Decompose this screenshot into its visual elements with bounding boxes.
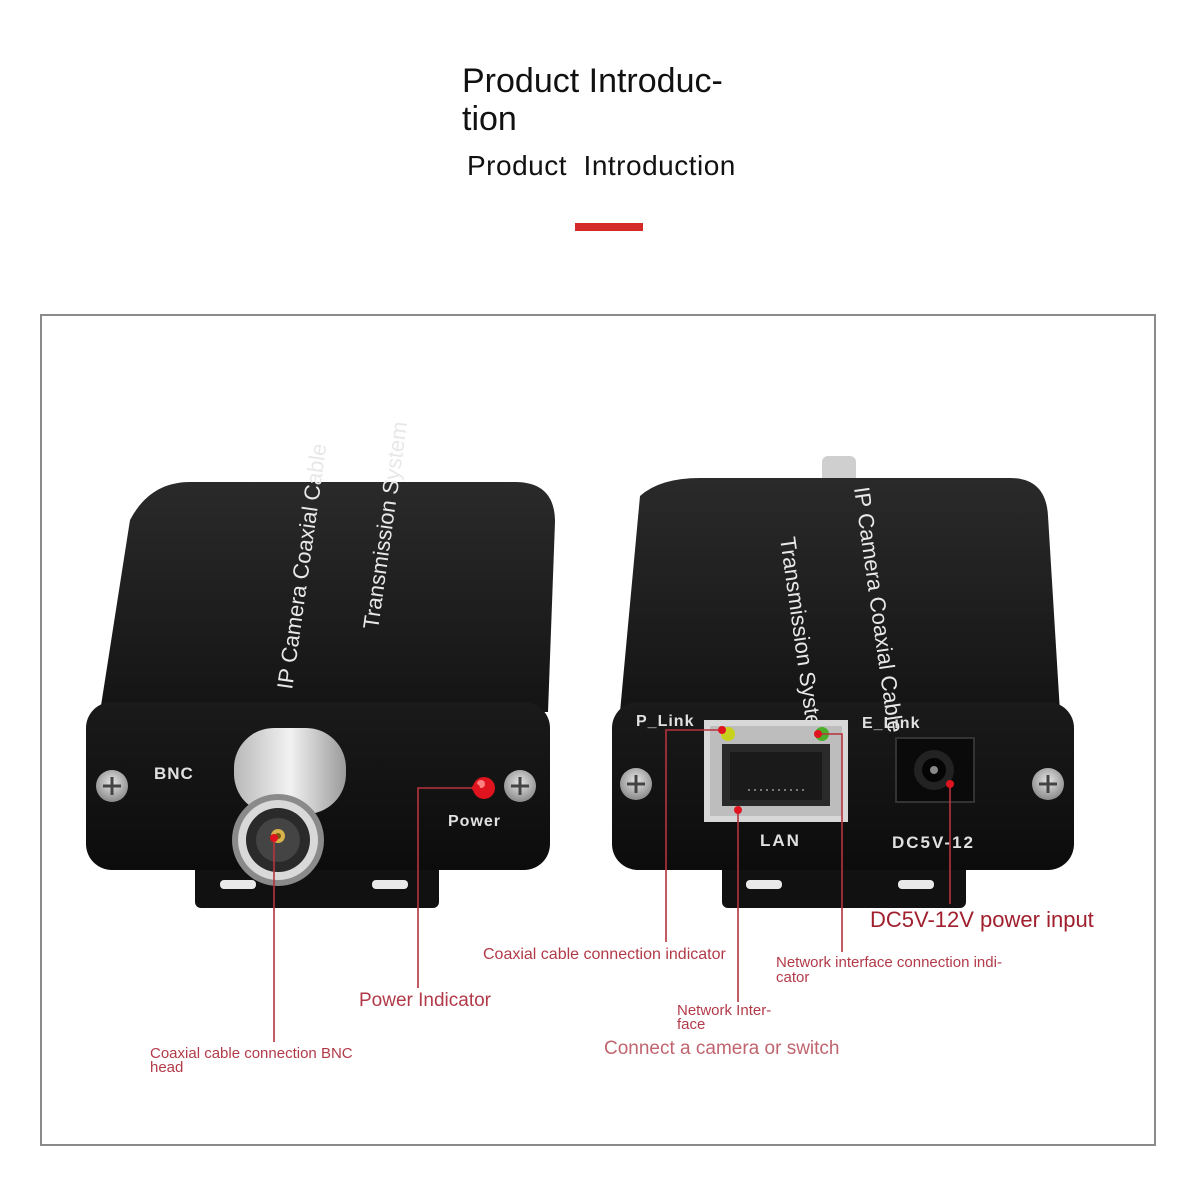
screw-icon: [504, 770, 536, 802]
callout-network-interface: Network Inter- face: [677, 1002, 772, 1033]
bnc-label: BNC: [154, 764, 194, 783]
dc-label: DC5V-12: [892, 833, 975, 852]
right-mount-bracket: [722, 862, 966, 908]
right-device: IP Camera Coaxial Cable Transmission Sys…: [612, 456, 1074, 908]
left-device: IP Camera Coaxial Cable Transmission Sys…: [86, 420, 555, 908]
callout-power-indicator: Power Indicator: [359, 990, 492, 1011]
page-title: Product Introduc- tion: [462, 62, 723, 138]
screw-icon: [96, 770, 128, 802]
right-device-top: [620, 478, 1060, 712]
left-device-top: [100, 482, 555, 712]
lan-label: LAN: [760, 831, 801, 850]
dc-jack-icon: [895, 737, 975, 803]
page-subtitle: Product Introduction: [467, 150, 736, 181]
bnc-connector-icon: [232, 728, 346, 886]
callout-dots: [270, 726, 954, 842]
callout-lines: [273, 729, 951, 1042]
e-link-label: E_Link: [862, 715, 920, 732]
screw-icon: [620, 768, 652, 800]
callout-network-indicator: Network interface connection indi- cator: [776, 954, 1002, 986]
power-label: Power: [448, 813, 501, 830]
callout-power-input: DC5V-12V power input: [870, 907, 1094, 932]
callout-coax-indicator: Coaxial cable connection indicator: [483, 946, 726, 963]
screw-icon: [1032, 768, 1064, 800]
rj45-port-icon: [704, 720, 848, 822]
callout-bnc-head: Coaxial cable connection BNC head: [150, 1045, 353, 1076]
callout-connect: Connect a camera or switch: [604, 1038, 840, 1059]
title-accent-bar: [575, 223, 643, 231]
p-link-label: P_Link: [636, 713, 694, 730]
